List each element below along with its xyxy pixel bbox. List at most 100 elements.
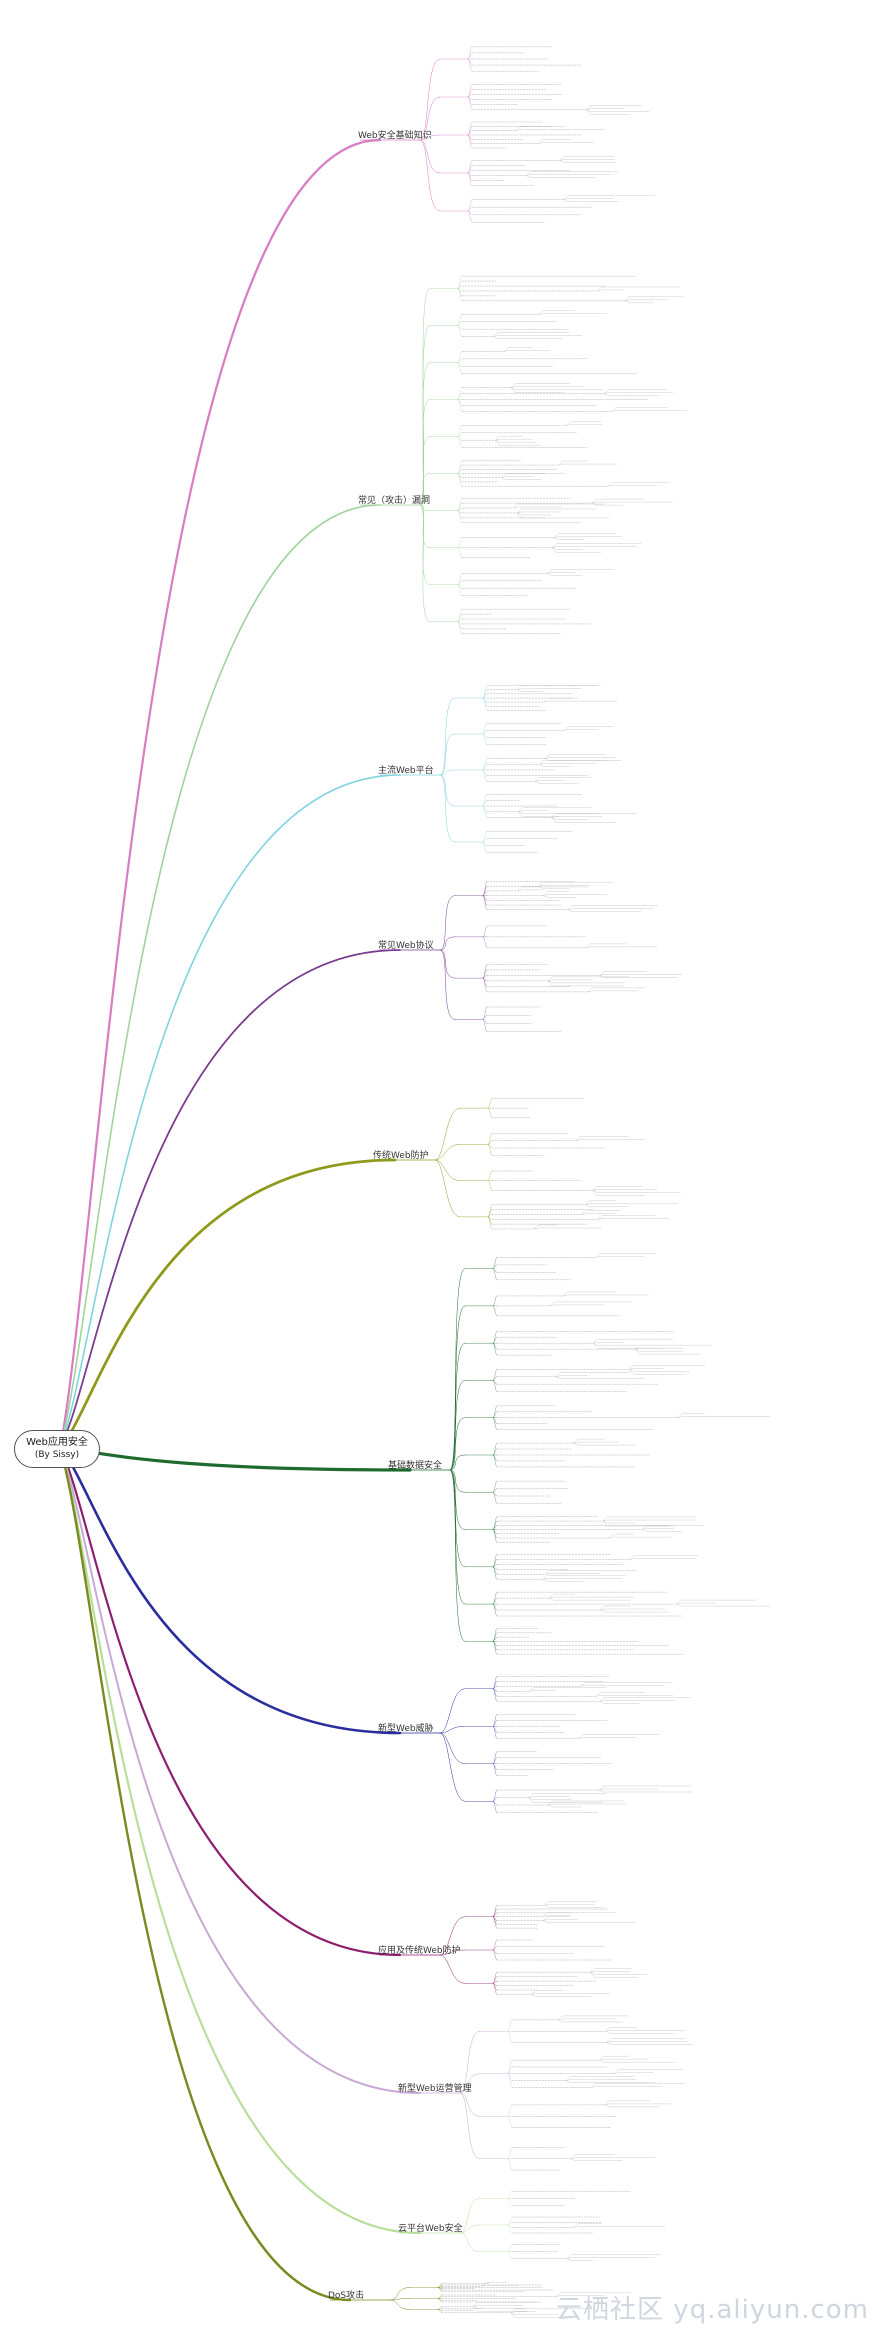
branch-label[interactable]: 常见Web协议 (378, 941, 434, 951)
leaf-text-line (590, 1972, 648, 1975)
sub-branch-connector (419, 96, 441, 141)
leaf-text-line (550, 1301, 633, 1307)
branch-label[interactable]: 主流Web平台 (378, 766, 434, 776)
branch-label[interactable]: 新型Web威胁 (378, 1724, 434, 1734)
leaf-text-line (481, 2285, 519, 2287)
leaf-connector (437, 2287, 443, 2292)
leaf-connector (492, 1592, 498, 1605)
leaf-text-line (495, 440, 541, 446)
leaf-text-line (563, 198, 614, 200)
leaf-connector (492, 1801, 498, 1813)
leaf-connector (507, 2244, 513, 2252)
leaf-text-line (510, 2312, 559, 2315)
leaf-text-line (493, 332, 570, 337)
leaf-text-line (629, 1555, 699, 1560)
leaf-connector (482, 805, 488, 818)
leaf-connector (507, 2073, 513, 2081)
root-node[interactable]: Web应用安全 (By Sissy) (14, 1430, 100, 1468)
leaf-text-line (538, 885, 591, 887)
leaf-text-line (635, 1349, 684, 1352)
leaf-text-line (570, 2158, 623, 2161)
leaf-connector (482, 925, 488, 938)
branch-label[interactable]: 新型Web运营管理 (398, 2084, 472, 2094)
leaf-connector (467, 46, 473, 60)
sub-branch-connector (439, 697, 456, 776)
leaf-connector (482, 977, 488, 993)
leaf-text-line (592, 1190, 681, 1193)
leaf-text-line (599, 1785, 692, 1791)
leaf-text-line (543, 1920, 636, 1923)
leaf-connector (492, 1454, 498, 1468)
leaf-connector (492, 1726, 498, 1733)
leaf-connector (457, 276, 463, 289)
branch-label[interactable]: 基础数据安全 (388, 1461, 443, 1471)
leaf-connector (467, 58, 473, 66)
leaf-text-line (676, 1603, 770, 1607)
leaf-text-line (586, 943, 627, 949)
branch-connector (58, 1446, 402, 1957)
leaf-text-line (593, 1342, 625, 1344)
leaf-connector (492, 1343, 498, 1350)
leaf-connector (507, 2224, 513, 2234)
leaf-connector (482, 1006, 488, 1020)
leaf-text-line (552, 547, 601, 553)
sub-branch-connector (449, 1469, 466, 1642)
leaf-text-line (517, 512, 609, 519)
leaf-connector (457, 432, 463, 437)
leaf-connector (457, 321, 463, 326)
branch-connector (58, 138, 382, 1450)
leaf-connector (492, 1726, 498, 1739)
leaf-text-line (543, 1916, 569, 1921)
leaf-text-line (501, 477, 542, 480)
leaf-connector (492, 1417, 498, 1430)
leaf-text-line (495, 439, 533, 441)
leaf-text-line (629, 1558, 697, 1560)
leaf-connector (492, 1305, 498, 1316)
leaf-connector (492, 1720, 498, 1727)
sub-branch-connector (419, 399, 431, 506)
leaf-text-line (599, 2056, 630, 2061)
leaf-text-line (606, 2038, 685, 2043)
leaf-text-line (597, 1218, 670, 1220)
leaf-connector (492, 1797, 498, 1802)
branch-label[interactable]: DoS攻击 (328, 2291, 365, 2301)
sub-branch-connector (389, 2287, 411, 2301)
sub-branch-connector (419, 362, 431, 506)
leaf-connector (482, 733, 488, 745)
branch-label[interactable]: 常见（攻击）漏洞 (358, 496, 431, 506)
leaf-connector (487, 1204, 493, 1218)
leaf-text-line (528, 1797, 572, 1800)
branch-label[interactable]: 应用及传统Web防护 (378, 1946, 461, 1956)
leaf-text-line (592, 1190, 645, 1196)
root-subtitle: (By Sissy) (34, 1450, 80, 1460)
leaf-text-line (564, 729, 599, 731)
leaf-text-line (558, 2019, 623, 2023)
leaf-connector (492, 1757, 498, 1764)
leaf-connector (457, 580, 463, 585)
branch-label[interactable]: Web安全基础知识 (358, 131, 432, 141)
leaf-connector (492, 1295, 498, 1307)
leaf-connector (457, 498, 463, 511)
leaf-connector (507, 2060, 513, 2074)
sub-branch-connector (419, 139, 441, 212)
leaf-text-line (539, 310, 576, 315)
leaf-text-line (473, 2302, 542, 2307)
sub-branch-connector (449, 1268, 466, 1471)
leaf-text-line (549, 1596, 634, 1599)
branch-label[interactable]: 传统Web防护 (373, 1151, 429, 1161)
branch-label[interactable]: 云平台Web安全 (398, 2224, 463, 2234)
leaf-text-line (579, 1737, 637, 1739)
leaf-text-line (513, 503, 606, 509)
leaf-text-line (544, 1905, 604, 1908)
leaf-connector (437, 2298, 443, 2303)
leaf-text-line (567, 908, 654, 910)
branch-connector (58, 1446, 352, 2302)
leaf-connector (487, 1098, 493, 1109)
leaf-connector (467, 96, 473, 110)
sub-branch-connector (449, 1380, 466, 1471)
leaf-text-line (599, 971, 647, 976)
leaf-text-line (560, 160, 616, 163)
leaf-text-line (604, 2100, 650, 2106)
sub-branch-connector (434, 1159, 461, 1181)
leaf-text-line (551, 817, 617, 823)
